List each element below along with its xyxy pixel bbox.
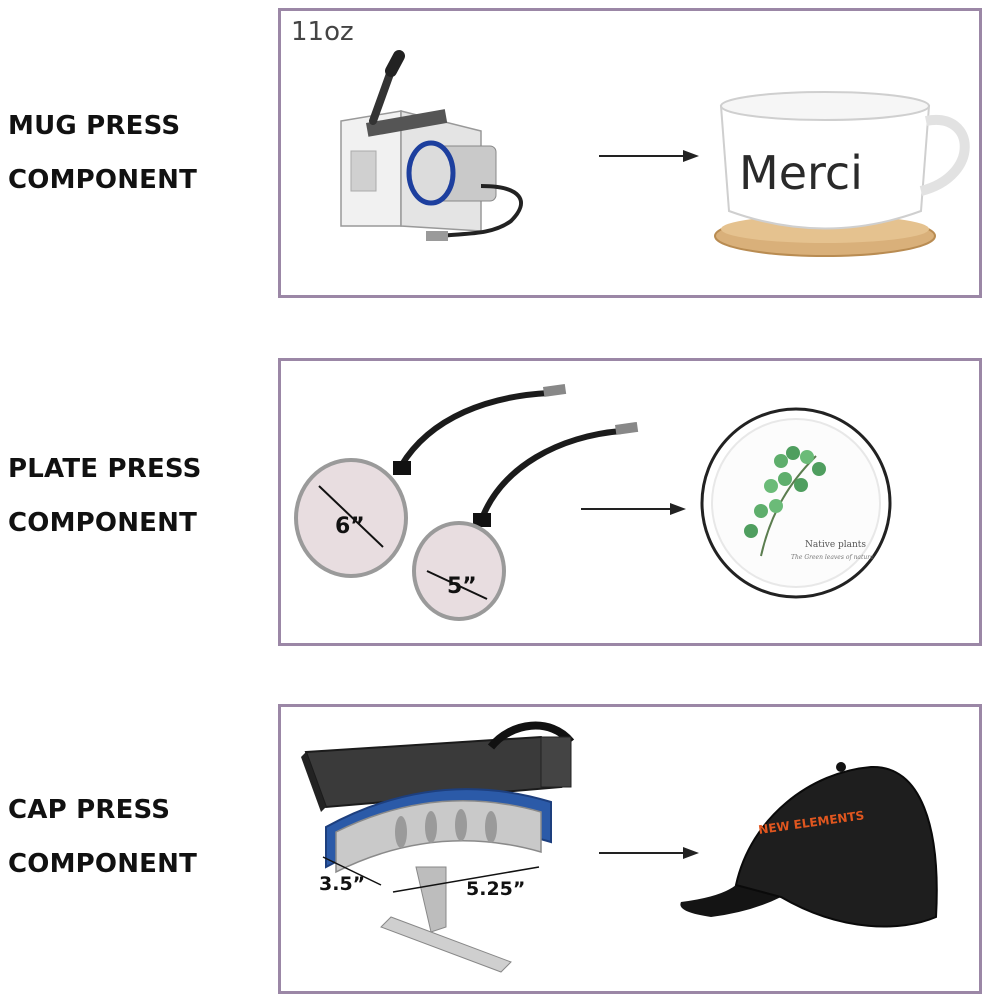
mug-press-label-line1: MUG PRESS: [8, 111, 181, 141]
cap-depth-label: 3.5”: [319, 873, 365, 895]
cap-arrow: [599, 847, 699, 859]
plate-size-small-label: 5”: [447, 574, 477, 599]
plate-press-label-line1: PLATE PRESS: [8, 454, 202, 484]
mug-print-text: Merci: [739, 146, 863, 200]
cap-press-panel: 3.5” 5.25” NEW ELEMENTS: [278, 704, 982, 994]
plate-print-text-2: The Green leaves of nature: [791, 554, 874, 561]
mug-product-image: Merci: [714, 91, 970, 257]
cap-press-machine-image: 3.5” 5.25”: [301, 721, 575, 973]
cap-press-label-line2: COMPONENT: [8, 849, 198, 879]
cap-product-image: NEW ELEMENTS: [680, 762, 938, 928]
cap-press-label-line1: CAP PRESS: [8, 795, 171, 825]
mug-press-label-line2: COMPONENT: [8, 165, 198, 195]
plate-press-panel: 6” 5” Native plants The Green leaves: [278, 358, 982, 646]
plate-size-large-label: 6”: [335, 514, 365, 539]
plate-press-illustration: 6” 5” Native plants The Green leaves: [294, 383, 892, 621]
mug-press-machine-image: [340, 50, 523, 241]
plate-product-image: Native plants The Green leaves of nature: [700, 407, 892, 599]
mug-arrow: [599, 150, 699, 162]
cap-press-label: CAP PRESS COMPONENT: [8, 783, 197, 891]
mug-press-illustration: Merci: [340, 50, 970, 257]
plate-press-label-line2: COMPONENT: [8, 508, 198, 538]
plate-arrow: [581, 503, 686, 515]
cap-width-label: 5.25”: [466, 878, 525, 900]
cap-press-illustration: 3.5” 5.25” NEW ELEMENTS: [301, 721, 938, 973]
mug-capacity-label: 11oz: [291, 17, 354, 47]
plate-print-text-1: Native plants: [805, 540, 866, 550]
plate-press-label: PLATE PRESS COMPONENT: [8, 442, 202, 550]
mug-press-panel: 11oz Merci: [278, 8, 982, 298]
plate-heat-pads-image: 6” 5”: [294, 383, 639, 621]
mug-press-label: MUG PRESS COMPONENT: [8, 99, 197, 207]
